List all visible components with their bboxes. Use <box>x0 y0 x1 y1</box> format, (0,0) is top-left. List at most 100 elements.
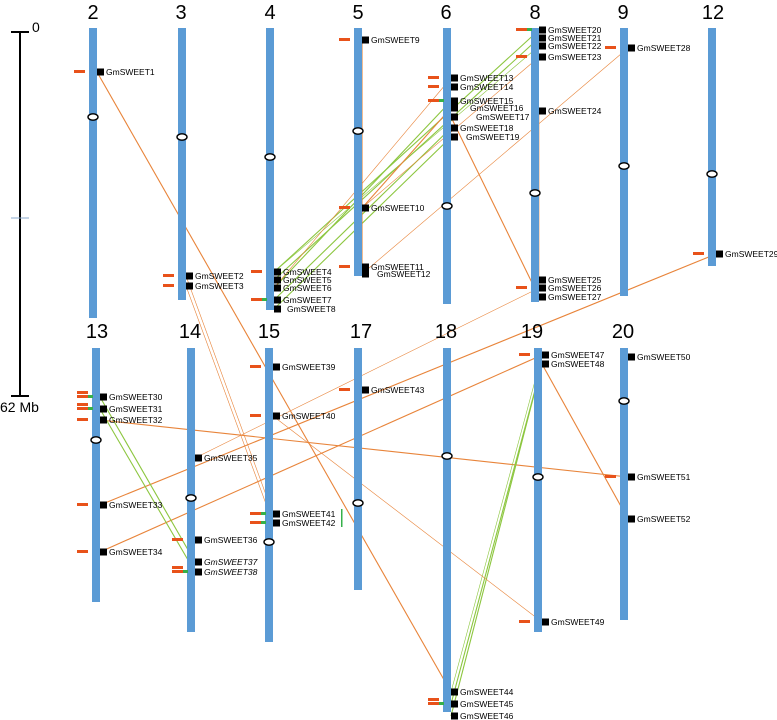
gene-marker-g18 <box>451 124 458 132</box>
tandem-mark-g26 <box>516 286 527 289</box>
centromere-3 <box>176 133 188 141</box>
gene-label-g38: GmSWEET38 <box>204 567 258 577</box>
tandem-mark-g45 <box>428 702 439 705</box>
gene-label-g29: GmSWEET29 <box>725 249 777 259</box>
gene-label-g2: GmSWEET2 <box>195 271 244 281</box>
gene-marker-g9 <box>362 36 369 44</box>
centromere-9 <box>618 162 630 170</box>
segmental-mark-g30 <box>88 395 93 398</box>
gene-marker-g34 <box>100 548 107 556</box>
gene-marker-g12 <box>362 270 369 278</box>
scale-bottom-label: 62 Mb <box>0 399 39 415</box>
gene-marker-g40 <box>273 412 280 420</box>
link-g10-g16 <box>361 107 452 209</box>
link-g4-g20 <box>273 29 540 273</box>
gene-marker-g16 <box>451 104 458 112</box>
gene-marker-g5 <box>274 276 281 284</box>
gene-marker-g51 <box>628 473 635 481</box>
gene-label-g10: GmSWEET10 <box>371 203 425 213</box>
gene-marker-g23 <box>539 53 546 61</box>
gene-label-g35: GmSWEET35 <box>204 453 258 463</box>
tandem-mark2-g15 <box>428 99 439 102</box>
gene-marker-g28 <box>628 44 635 52</box>
gene-marker-g44 <box>451 688 458 696</box>
link-g48-g52 <box>541 363 629 520</box>
link-g40-g49 <box>272 415 543 623</box>
chromosome-label-8: 8 <box>529 2 540 24</box>
link-g17-g27 <box>450 116 540 298</box>
gene-label-g39: GmSWEET39 <box>282 362 336 372</box>
gene-marker-g20 <box>539 26 546 34</box>
centromere-2 <box>87 113 99 121</box>
gene-label-g18: GmSWEET18 <box>460 123 514 133</box>
centromere-15 <box>263 538 275 546</box>
gene-label-g41: GmSWEET41 <box>282 509 336 519</box>
centromere-4 <box>264 153 276 161</box>
tandem-mark-g33 <box>77 503 88 506</box>
gene-label-g16: GmSWEET16 <box>470 103 524 113</box>
chromosome-13 <box>92 348 100 602</box>
tandem-mark-g40 <box>250 414 261 417</box>
tandem-mark2-g42 <box>250 521 261 524</box>
gene-label-g32: GmSWEET32 <box>109 415 163 425</box>
chromosome-label-18: 18 <box>435 321 457 343</box>
centromere-6 <box>441 202 453 210</box>
tandem-mark2-g31 <box>77 403 88 406</box>
segmental-bar <box>341 509 343 527</box>
link-g34-g47 <box>99 354 543 553</box>
centromere-18 <box>441 452 453 460</box>
gene-label-g7: GmSWEET7 <box>283 295 332 305</box>
scale-bar: 0 62 Mb <box>0 19 40 415</box>
tandem-mark-g23 <box>516 55 527 58</box>
chromosome-3 <box>178 28 186 300</box>
tandem-mark-g1 <box>74 70 85 73</box>
tandem-mark-g10 <box>339 206 350 209</box>
gene-label-g11: GmSWEET11 <box>371 262 424 272</box>
gene-marker-g42 <box>273 519 280 527</box>
tandem-mark-g11 <box>339 265 350 268</box>
chromosome-label-20: 20 <box>612 321 634 343</box>
chromosome-19 <box>534 348 542 632</box>
tandem-mark-g2 <box>163 274 174 277</box>
gene-marker-g47 <box>542 351 549 359</box>
chromosome-20 <box>620 348 628 620</box>
gene-label-g20: GmSWEET20 <box>548 25 602 35</box>
chromosome-label-12: 12 <box>702 2 724 24</box>
link-g30-g37 <box>99 396 196 563</box>
gene-marker-g49 <box>542 618 549 626</box>
link-g48-g46 <box>450 363 543 717</box>
chromosome-9 <box>620 28 628 296</box>
chromosome-12 <box>708 28 716 266</box>
gene-marker-g33 <box>100 501 107 509</box>
gene-marker-g36 <box>195 536 202 544</box>
gene-marker-g10 <box>362 204 369 212</box>
gene-marker-g17 <box>451 113 458 121</box>
gene-label-g8: GmSWEET8 <box>287 304 336 314</box>
chromosome-6 <box>443 28 451 304</box>
gene-label-g36: GmSWEET36 <box>204 535 258 545</box>
gene-marker-g22 <box>539 42 546 50</box>
gene-marker-g45 <box>451 700 458 708</box>
link-g32-g51 <box>99 419 629 478</box>
gene-marker-g14 <box>451 83 458 91</box>
centromere-8 <box>529 189 541 197</box>
tandem-mark2-g45 <box>428 698 439 701</box>
gene-marker-g1 <box>97 68 104 76</box>
chromosome-label-15: 15 <box>258 321 280 343</box>
gene-marker-g4 <box>274 268 281 276</box>
gene-label-g3: GmSWEET3 <box>195 281 244 291</box>
gene-marker-g39 <box>273 363 280 371</box>
gene-label-g24: GmSWEET24 <box>548 106 602 116</box>
tandem-mark2-g38 <box>172 566 183 569</box>
tandem-mark-g9 <box>339 38 350 41</box>
tandem-mark2-g30 <box>77 391 88 394</box>
centromere-5 <box>352 127 364 135</box>
gene-label-g31: GmSWEET31 <box>109 404 163 414</box>
chromosome-label-14: 14 <box>179 321 201 343</box>
centromere-20 <box>618 397 630 405</box>
gene-label-g12: GmSWEET12 <box>377 269 431 279</box>
gene-label-g49: GmSWEET49 <box>551 617 605 627</box>
gene-marker-g43 <box>362 386 369 394</box>
tandem-mark-g39 <box>250 365 261 368</box>
